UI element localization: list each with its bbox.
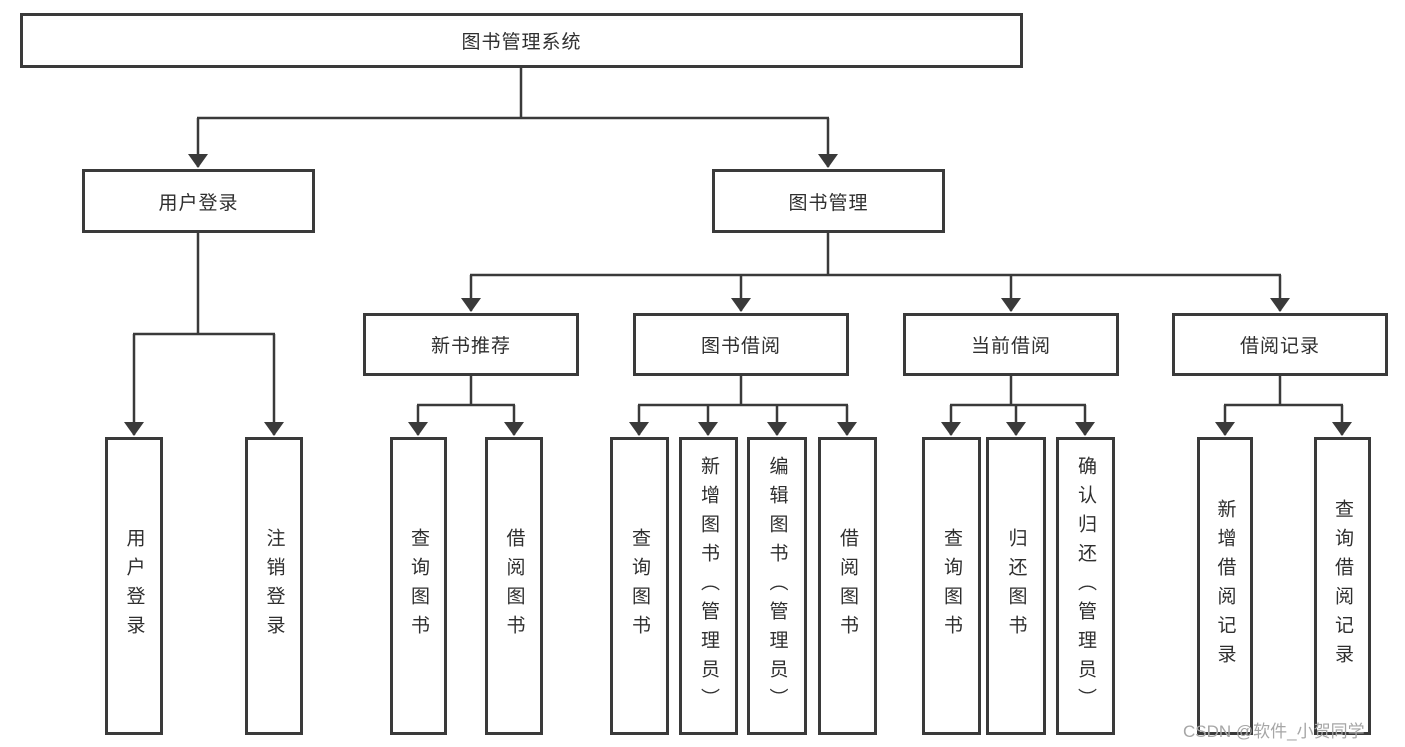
leaf-logout: 注销登录: [245, 437, 303, 735]
node-label: 查询图书: [941, 528, 962, 644]
node-library-management-system: 图书管理系统: [20, 13, 1023, 68]
node-label: 归还图书: [1005, 528, 1027, 644]
leaf-query-books-1: 查询图书: [390, 437, 447, 735]
node-label: 查询借阅记录: [1332, 499, 1353, 673]
leaf-borrow-books-1: 借阅图书: [485, 437, 543, 735]
leaf-confirm-return-admin: 确认归还（管理员）: [1056, 437, 1115, 735]
node-new-book-recommend: 新书推荐: [363, 313, 579, 376]
node-label: 确认归还（管理员）: [1075, 455, 1096, 717]
node-book-management: 图书管理: [712, 169, 945, 233]
node-user-login: 用户登录: [82, 169, 315, 233]
node-label: 借阅记录: [1239, 336, 1320, 357]
node-label: 用户登录: [123, 528, 145, 644]
node-label: 当前借阅: [970, 336, 1051, 357]
node-label: 新增图书（管理员）: [698, 455, 719, 717]
node-current-borrow: 当前借阅: [903, 313, 1119, 376]
leaf-edit-books-admin: 编辑图书（管理员）: [747, 437, 807, 735]
node-label: 借阅图书: [837, 528, 858, 644]
node-label: 编辑图书（管理员）: [766, 455, 788, 717]
csdn-watermark: CSDN @软件_小贺同学: [1183, 722, 1365, 741]
node-label: 注销登录: [263, 528, 285, 644]
leaf-add-borrow-record: 新增借阅记录: [1197, 437, 1253, 735]
leaf-add-books-admin: 新增图书（管理员）: [679, 437, 738, 735]
node-borrow-records: 借阅记录: [1172, 313, 1388, 376]
node-book-borrow: 图书借阅: [633, 313, 849, 376]
node-label: 图书管理: [788, 192, 869, 214]
node-label: 新书推荐: [430, 336, 511, 357]
leaf-user-login: 用户登录: [105, 437, 163, 735]
node-label: 图书借阅: [700, 336, 781, 357]
leaf-query-books-3: 查询图书: [922, 437, 981, 735]
node-label: 查询图书: [408, 528, 429, 644]
node-label: 图书管理系统: [461, 32, 582, 53]
leaf-query-borrow-record: 查询借阅记录: [1314, 437, 1371, 735]
leaf-borrow-books-2: 借阅图书: [818, 437, 877, 735]
node-label: 新增借阅记录: [1214, 499, 1236, 673]
node-label: 查询图书: [629, 528, 650, 644]
leaf-return-books: 归还图书: [986, 437, 1046, 735]
leaf-query-books-2: 查询图书: [610, 437, 669, 735]
node-label: 用户登录: [158, 192, 239, 214]
node-label: 借阅图书: [503, 528, 525, 644]
